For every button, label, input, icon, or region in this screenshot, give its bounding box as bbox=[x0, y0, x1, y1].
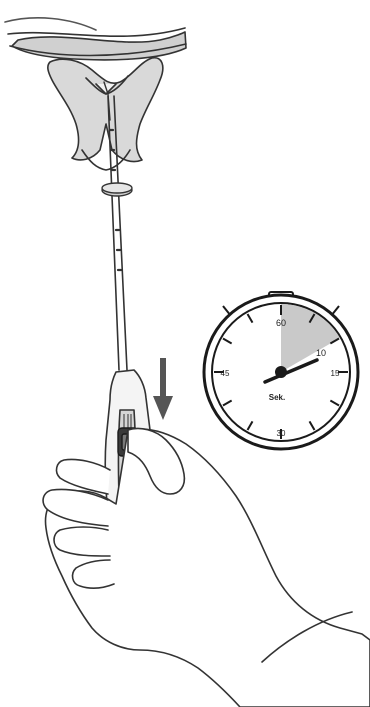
gloved-hand-icon bbox=[43, 428, 370, 707]
flange-ring-icon bbox=[102, 183, 132, 196]
down-arrow-icon bbox=[153, 358, 173, 420]
mark-60: 60 bbox=[276, 318, 286, 328]
mark-10: 10 bbox=[316, 348, 326, 358]
uterus-anatomy-icon bbox=[5, 18, 186, 170]
stopwatch-icon: 60 10 15 30 45 Sek. bbox=[204, 292, 358, 449]
mark-15: 15 bbox=[331, 369, 340, 378]
unit-label: Sek. bbox=[269, 393, 285, 402]
mark-45: 45 bbox=[221, 369, 230, 378]
mark-30: 30 bbox=[277, 429, 286, 438]
